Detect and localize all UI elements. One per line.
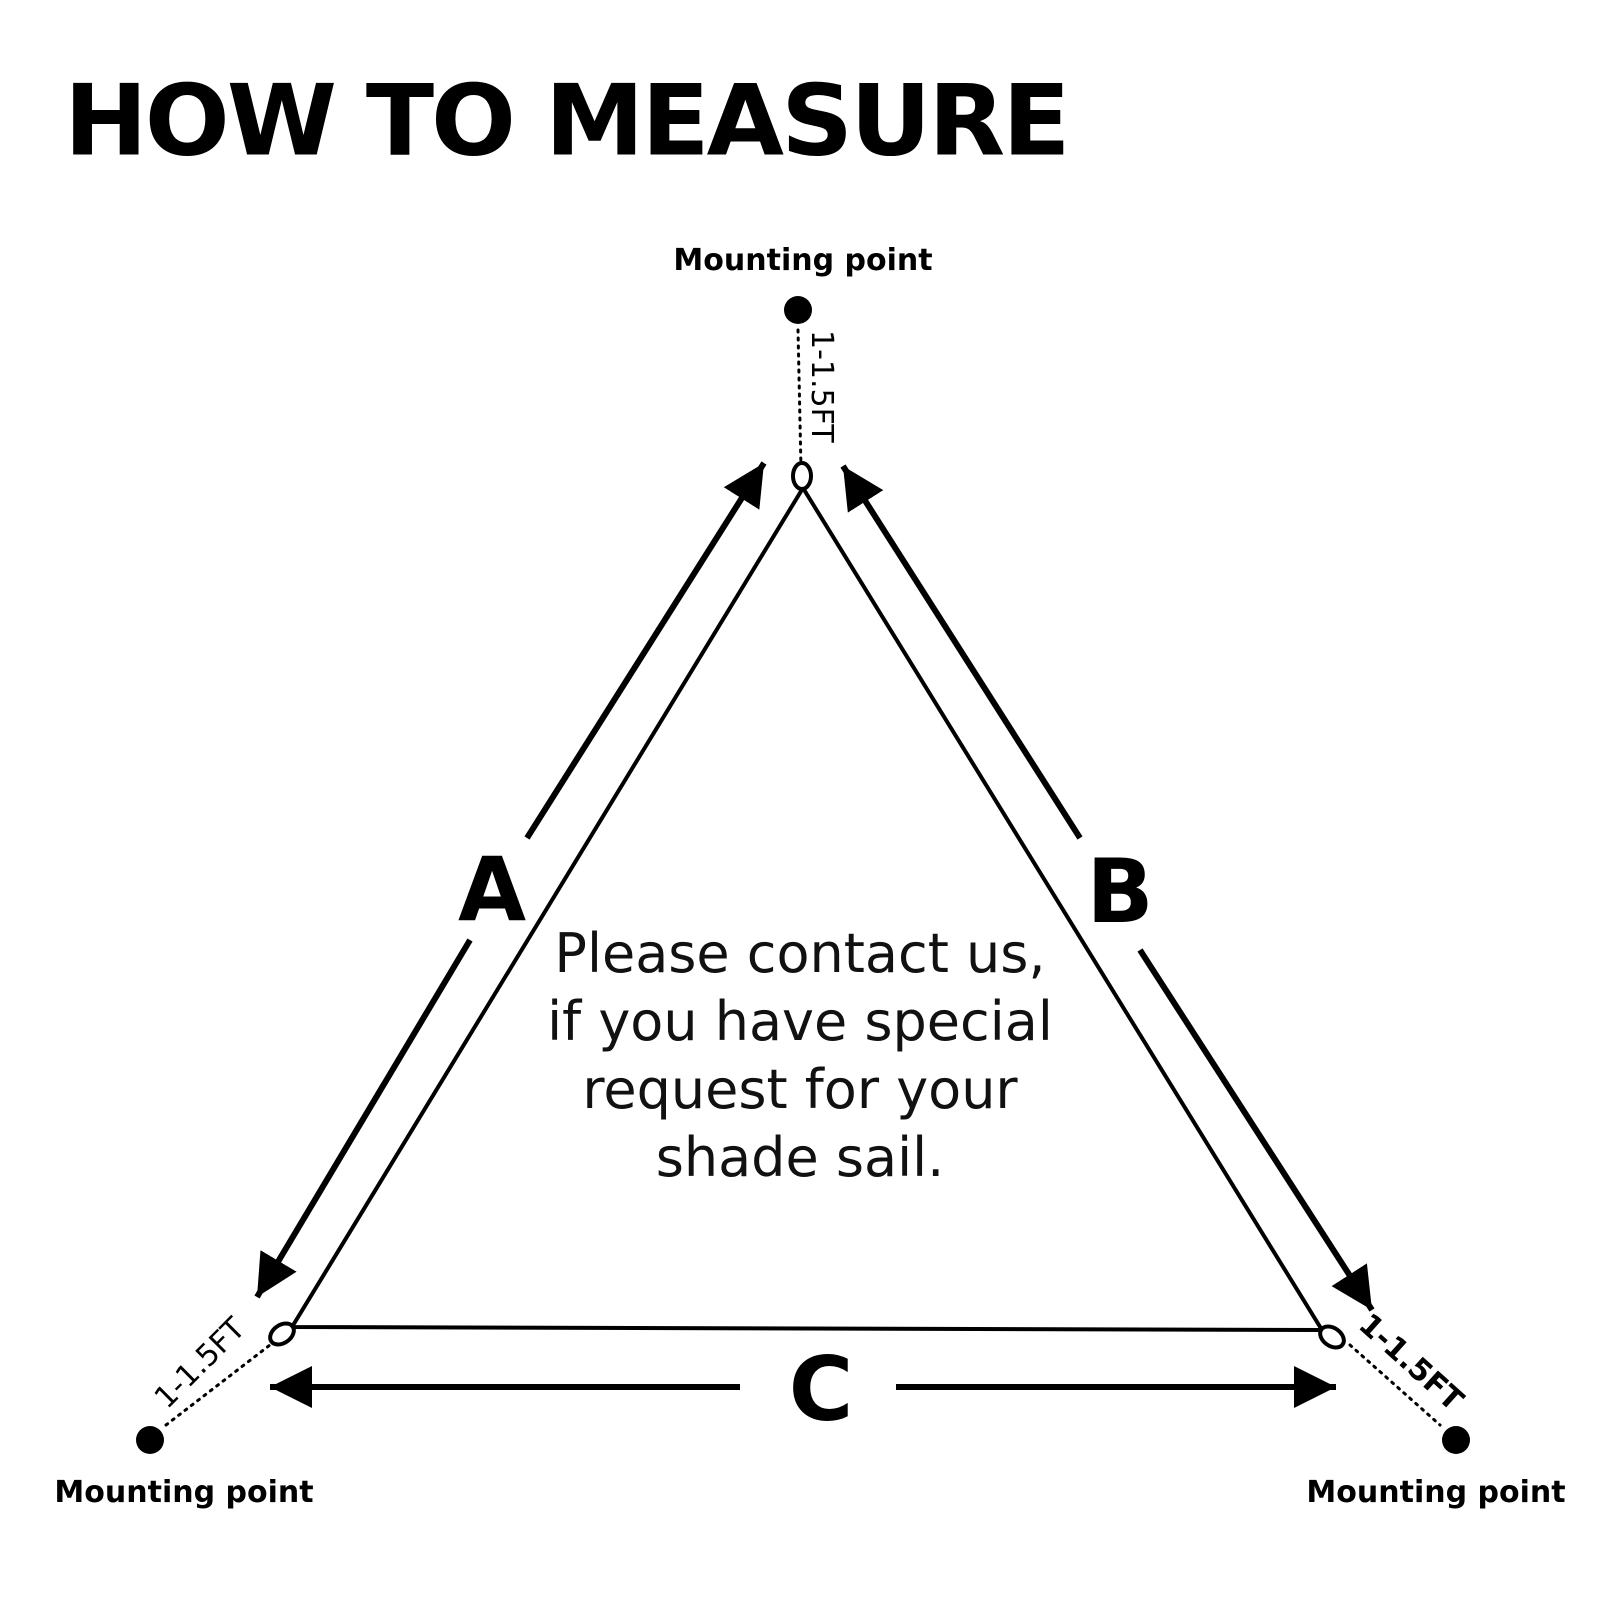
top-distance-label: 1-1.5FT <box>804 330 839 443</box>
top-mounting-dot <box>784 296 812 324</box>
side-b-upper-arrow <box>840 464 1083 840</box>
bottom-right-ring <box>1318 1324 1346 1350</box>
note-line-2: if you have special <box>547 990 1053 1053</box>
shade-sail-outline <box>290 486 1324 1332</box>
top-ring <box>791 461 813 491</box>
side-a-upper-arrow <box>524 461 767 840</box>
side-a-lower-arrow <box>254 938 473 1299</box>
side-c-label: C <box>789 1338 854 1441</box>
top-mounting-label: Mounting point <box>673 243 932 278</box>
side-b-lower-arrow <box>1137 948 1375 1312</box>
top-dotted-line <box>796 328 803 470</box>
page-title: HOW TO MEASURE <box>64 63 1071 178</box>
note-line-1: Please contact us, <box>554 922 1045 985</box>
bottom-left-ring <box>268 1321 296 1347</box>
bottom-right-mounting-dot <box>1442 1426 1470 1454</box>
note-line-3: request for your <box>582 1058 1018 1121</box>
bottom-left-dotted-line <box>164 1343 272 1427</box>
bottom-left-mounting-label: Mounting point <box>54 1475 313 1510</box>
bottom-left-mounting-dot <box>136 1426 164 1454</box>
side-a-label: A <box>458 838 526 941</box>
note-line-4: shade sail. <box>656 1126 945 1189</box>
bottom-right-mounting-label: Mounting point <box>1306 1475 1565 1510</box>
side-b-label: B <box>1086 840 1153 943</box>
